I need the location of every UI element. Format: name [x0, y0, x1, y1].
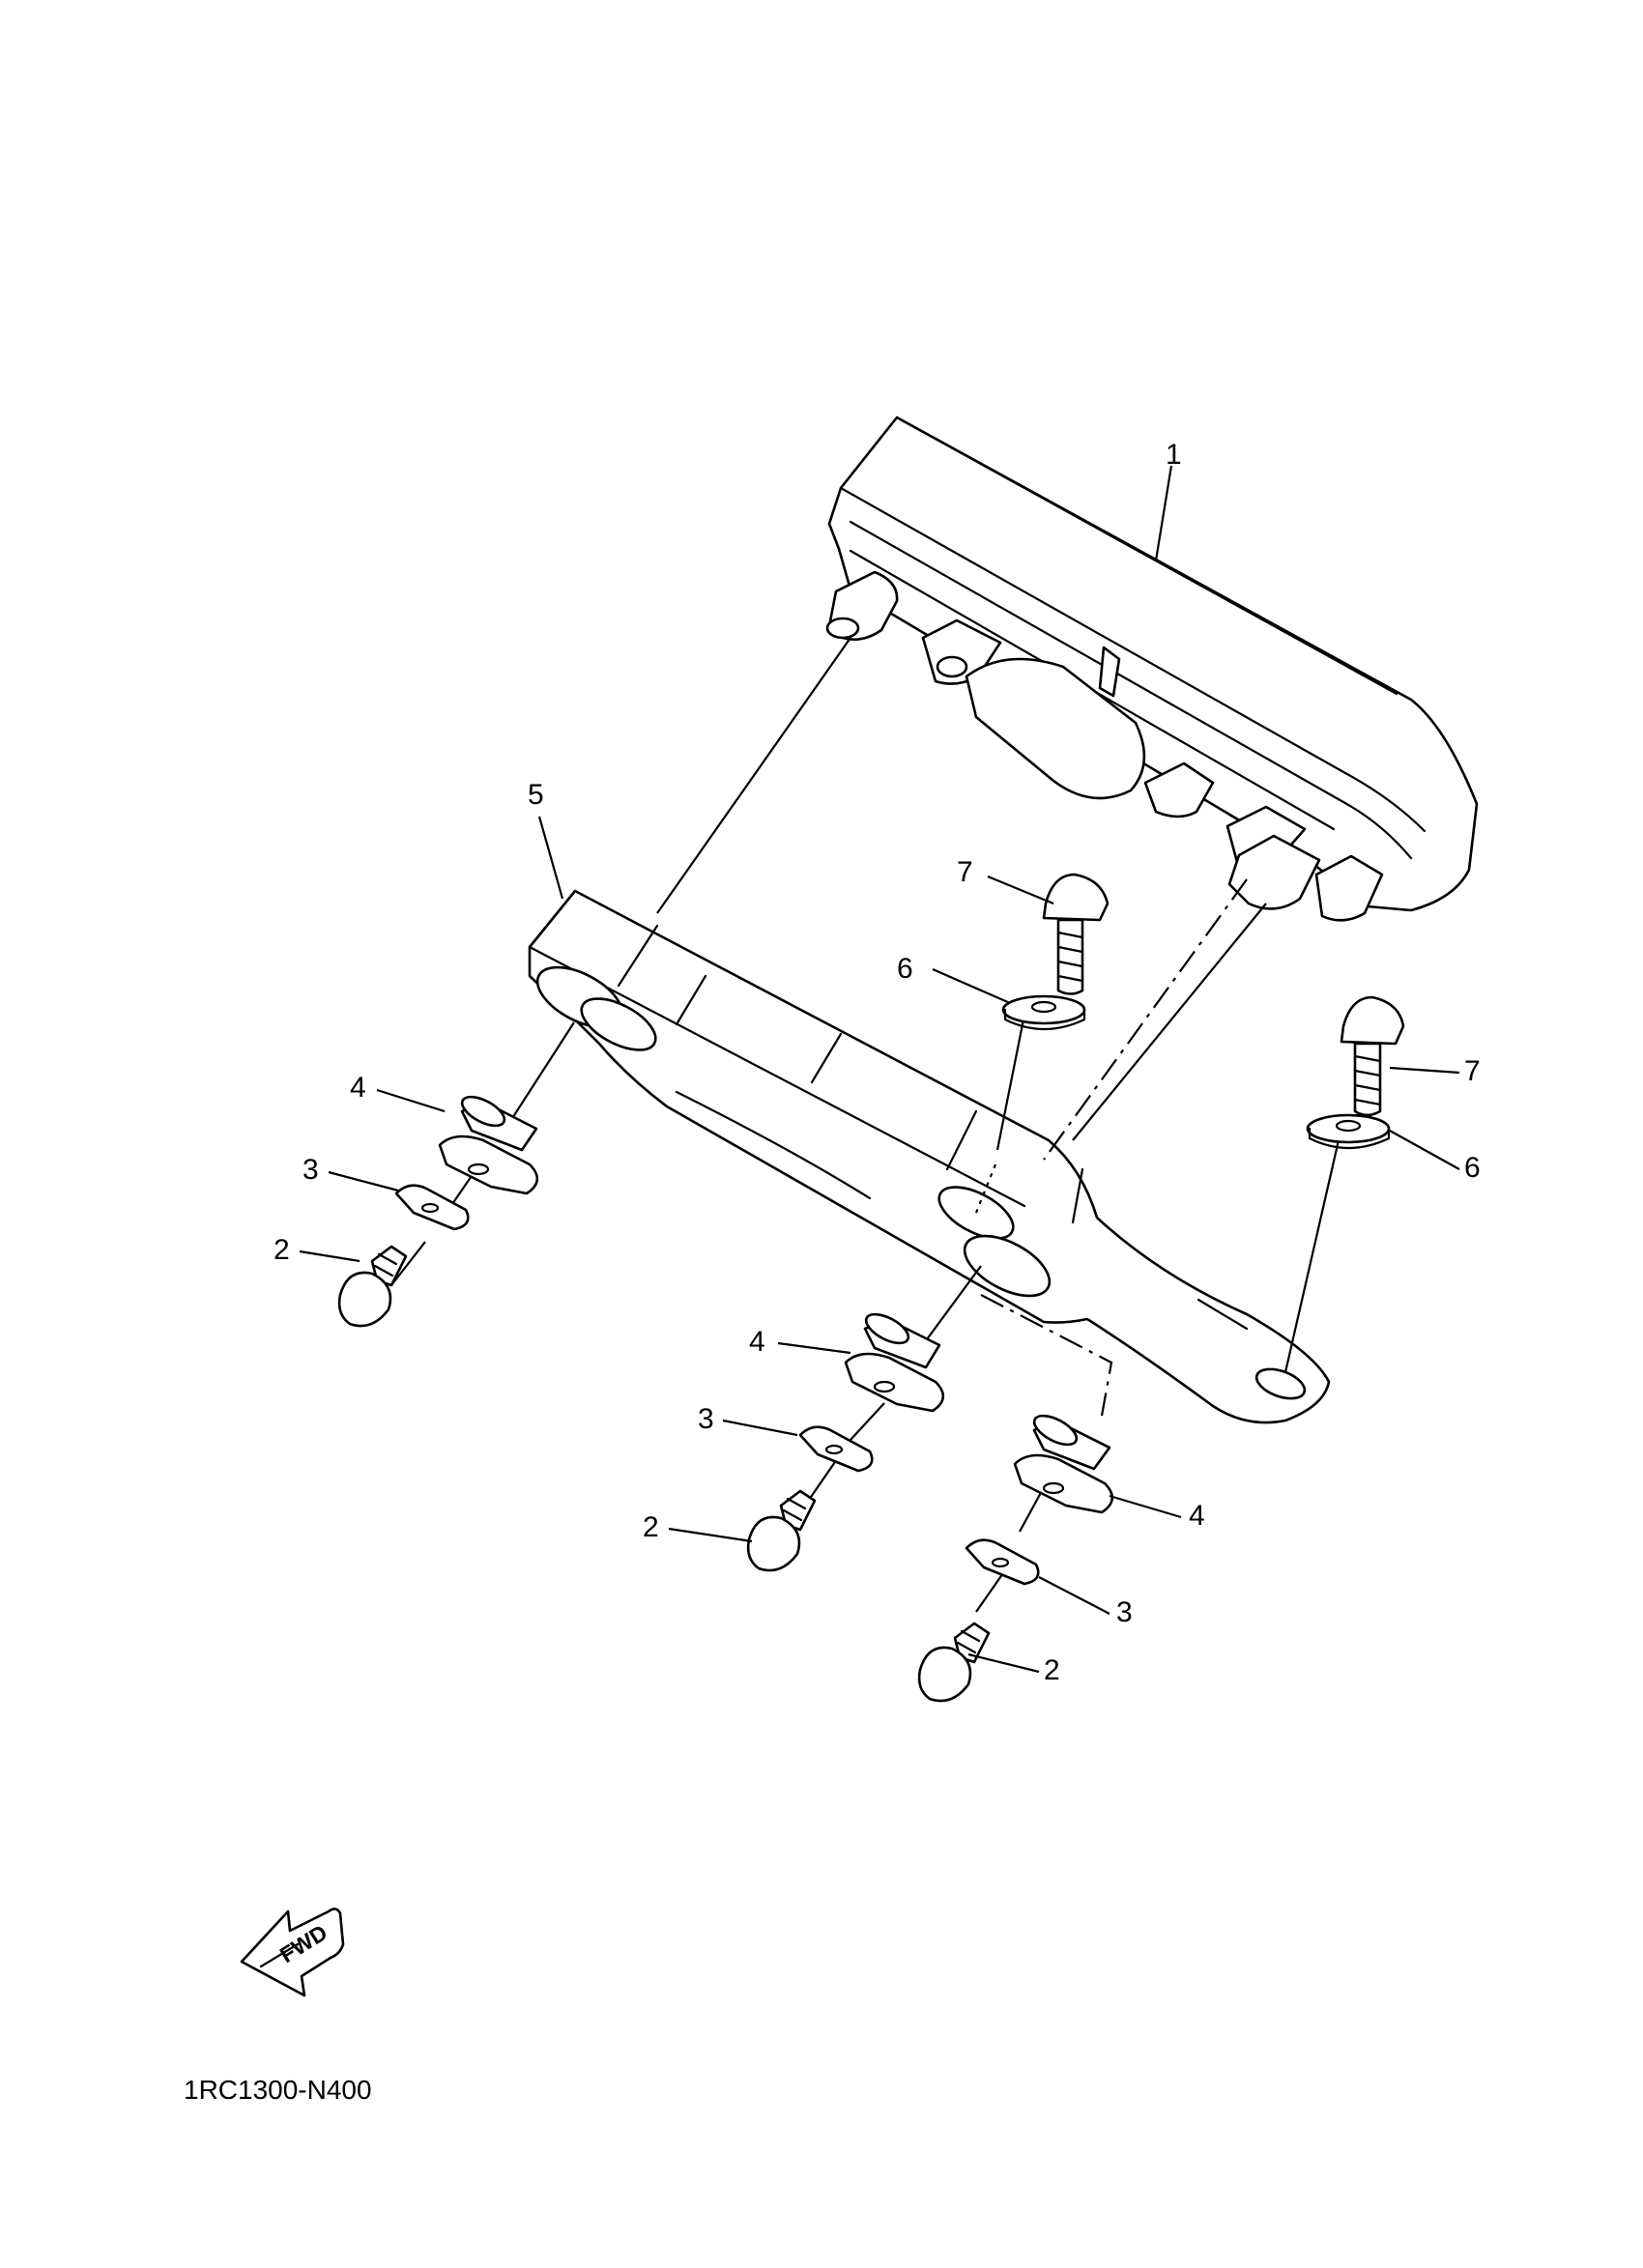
- callout-1: 1: [1166, 439, 1182, 471]
- callout-5: 5: [528, 779, 544, 811]
- callout-7-right: 7: [1464, 1055, 1481, 1087]
- callout-4-right: 4: [1189, 1500, 1205, 1532]
- washer-6-upper: [1001, 994, 1086, 1031]
- grommet-4-center: [844, 1312, 945, 1413]
- callout-3-center: 3: [698, 1403, 714, 1435]
- screw-2-center: [746, 1489, 817, 1572]
- fwd-arrow-icon: FWD: [240, 1908, 345, 1997]
- assembly-lines: [390, 637, 1340, 1613]
- callout-6-right: 6: [1464, 1152, 1481, 1184]
- callout-4-center: 4: [749, 1326, 765, 1358]
- washer-3-right: [965, 1538, 1040, 1586]
- screw-2-right: [917, 1622, 991, 1703]
- grommet-4-left: [438, 1095, 539, 1195]
- callout-leaders: [299, 465, 1460, 1674]
- screw-2-left: [337, 1245, 408, 1328]
- washer-6-right: [1306, 1113, 1391, 1150]
- callout-2-right: 2: [1044, 1654, 1060, 1686]
- diagram-reference-code: 1RC1300-N400: [184, 2075, 372, 2105]
- callout-7-upper: 7: [957, 856, 973, 888]
- callout-2-left: 2: [274, 1234, 290, 1266]
- callout-2-center: 2: [643, 1511, 659, 1543]
- meter-assembly: [825, 416, 1479, 922]
- callout-4-left: 4: [350, 1072, 366, 1104]
- callout-labels: 1 5 7 6 4 3 2 7 6 4 3 2 4 3 2: [274, 439, 1481, 1686]
- screw-7-upper: [1042, 873, 1110, 995]
- screw-7-right: [1340, 995, 1405, 1117]
- callout-3-left: 3: [303, 1154, 319, 1186]
- callout-3-right: 3: [1116, 1596, 1133, 1628]
- washer-3-left: [394, 1184, 470, 1231]
- grommet-4-right: [1013, 1414, 1114, 1514]
- washer-3-center: [798, 1425, 874, 1473]
- callout-6-upper: 6: [897, 953, 913, 985]
